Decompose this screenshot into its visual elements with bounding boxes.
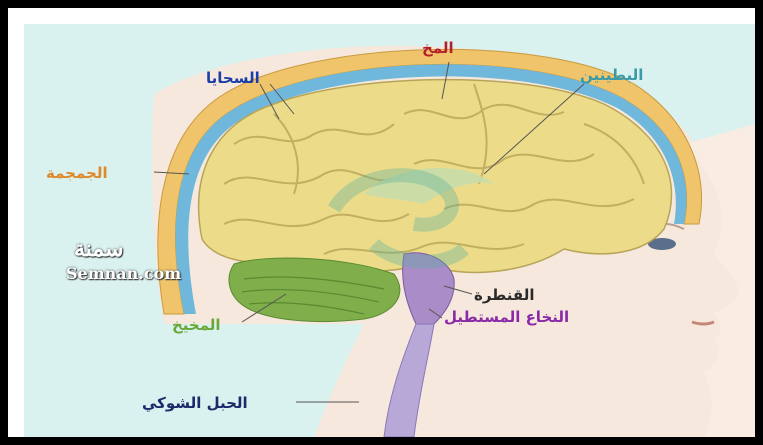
diagram-canvas: المخ السحايا البطينين الجمجمة القنطرة ال…	[24, 24, 755, 437]
cerebellum-shape	[229, 258, 400, 322]
watermark-arabic: سمنة	[74, 236, 124, 262]
label-pons: القنطرة	[474, 286, 535, 304]
label-skull: الجمجمة	[46, 164, 108, 182]
brain-illustration	[24, 24, 755, 437]
label-brain: المخ	[422, 39, 454, 57]
label-meninges: السحايا	[206, 69, 260, 87]
white-border: المخ السحايا البطينين الجمجمة القنطرة ال…	[8, 8, 755, 437]
watermark-latin: Semnan.com	[66, 264, 181, 283]
label-medulla: النخاع المستطيل	[444, 308, 569, 326]
label-cerebellum: المخيخ	[172, 316, 221, 334]
label-spinal-cord: الحبل الشوكي	[142, 394, 248, 412]
label-ventricles: البطينين	[580, 66, 643, 84]
